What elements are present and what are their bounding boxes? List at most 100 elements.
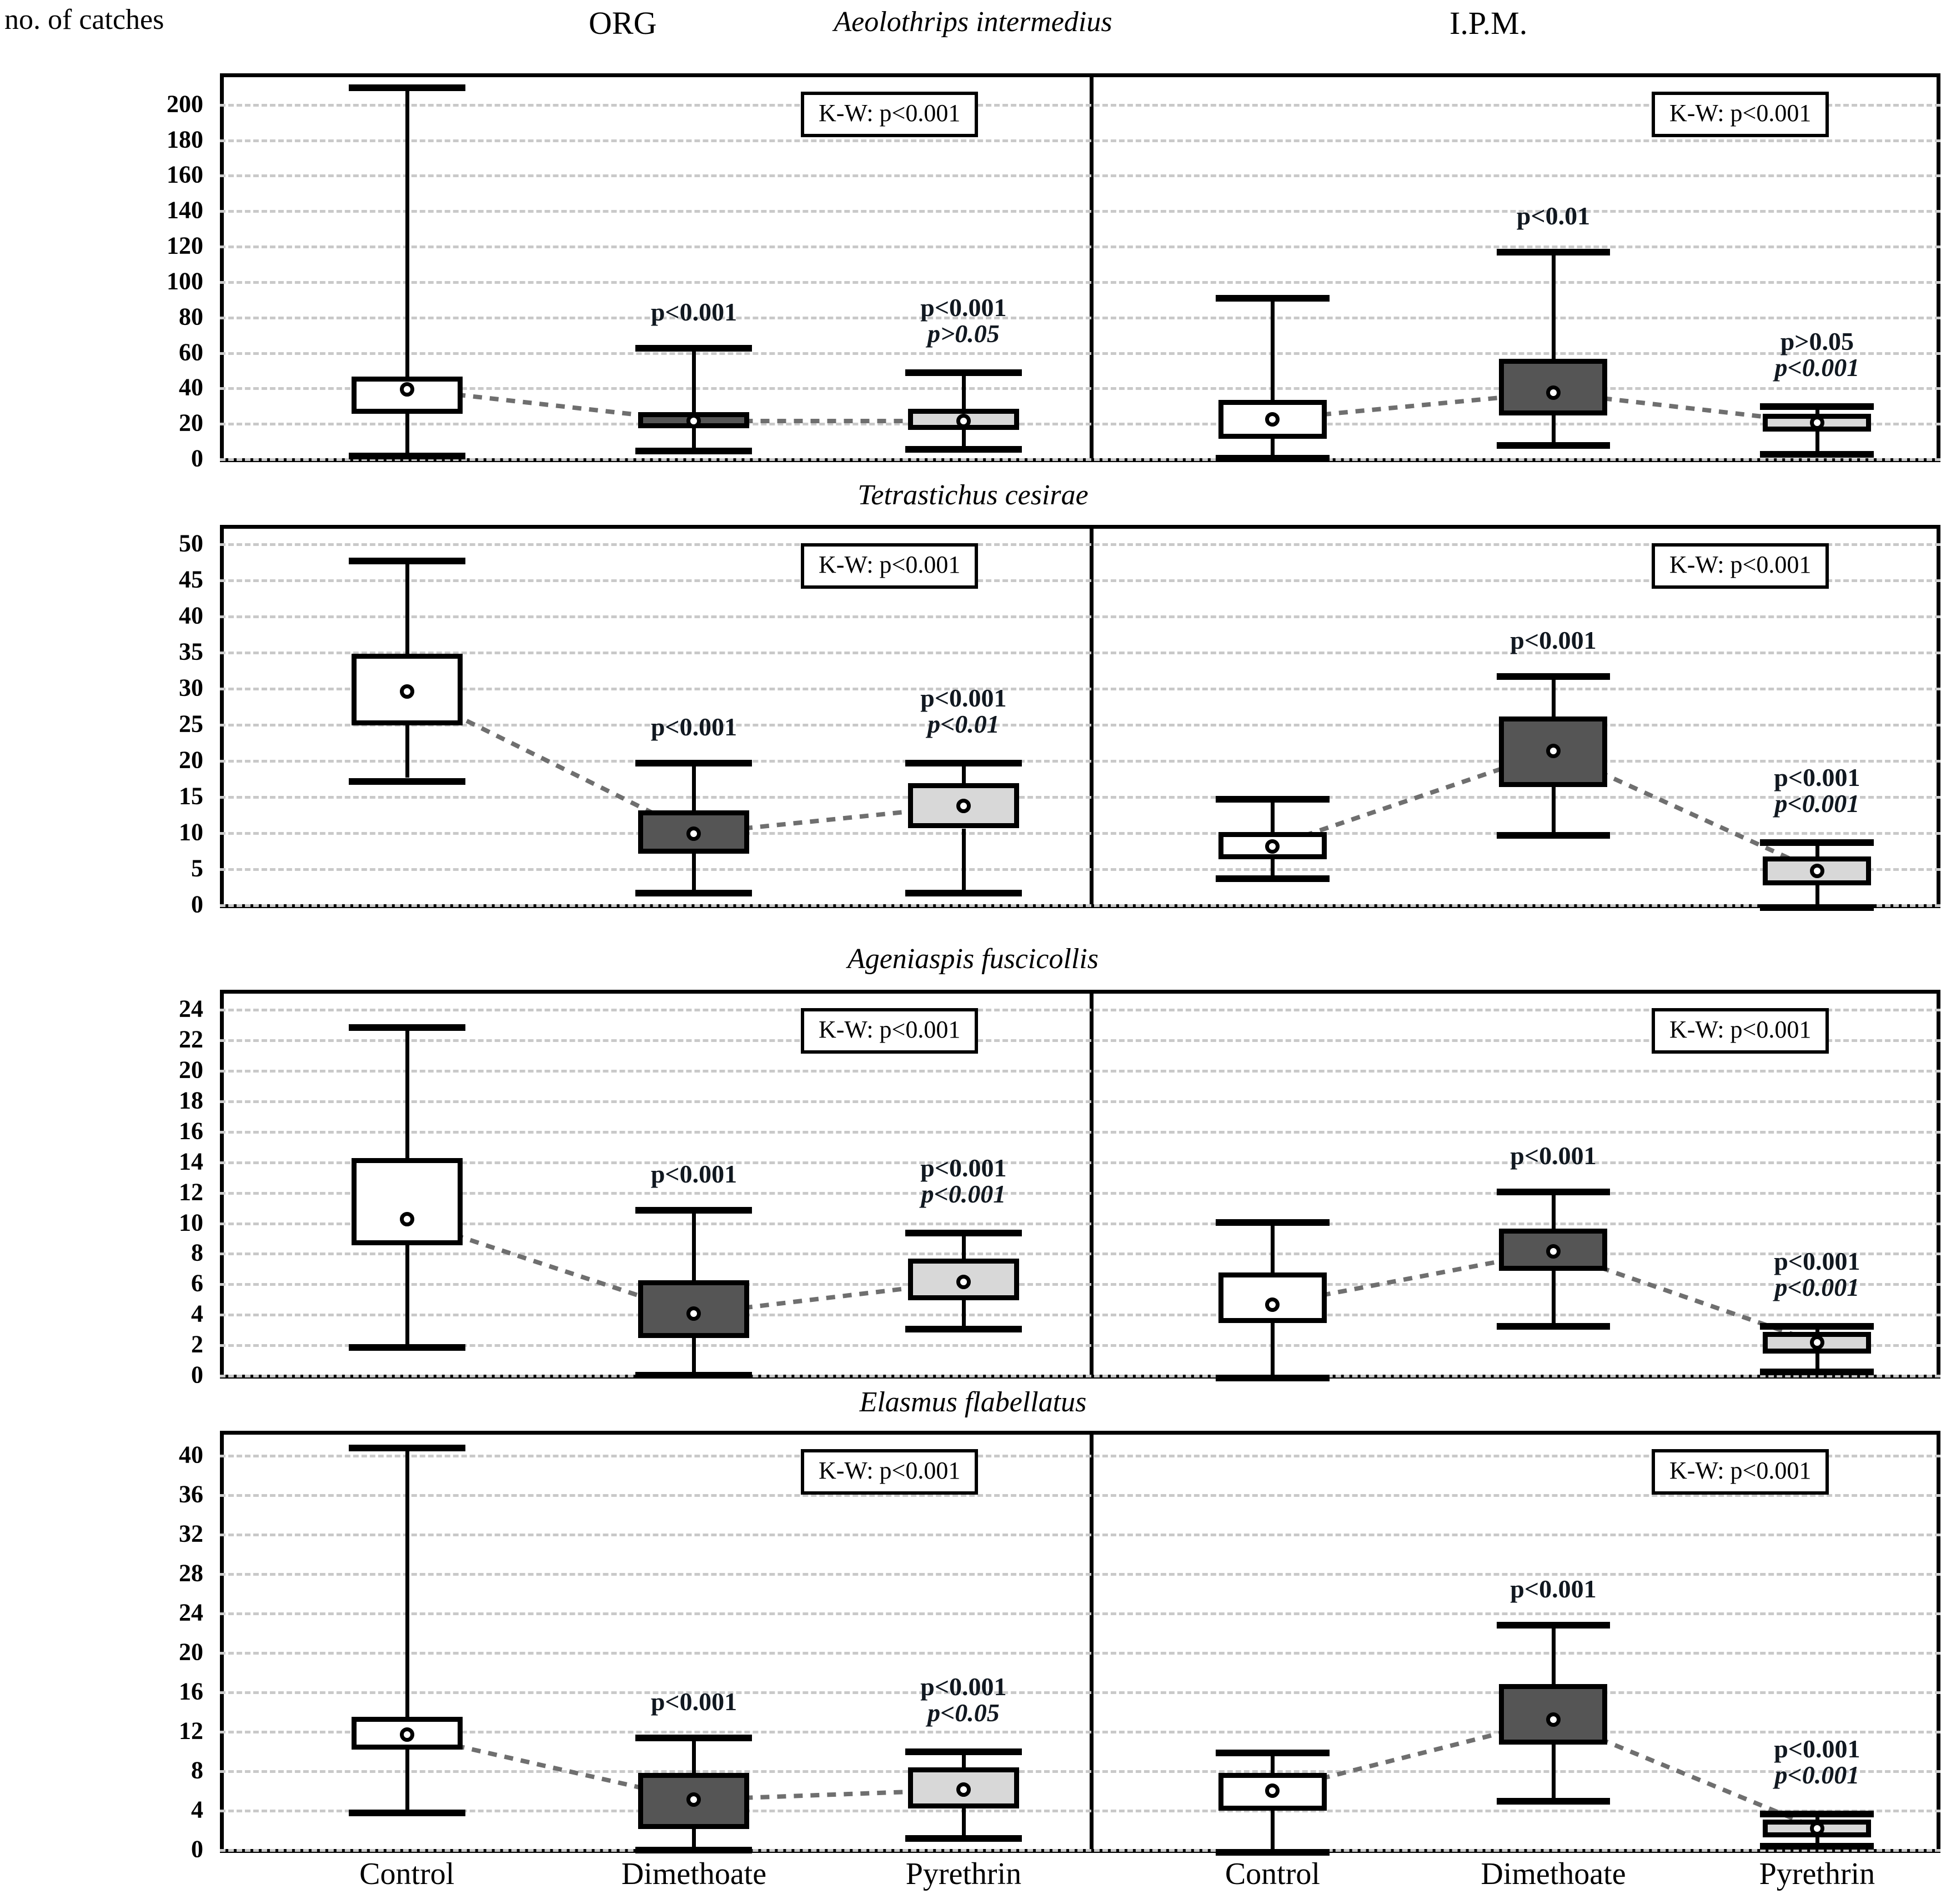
median-marker (1265, 412, 1280, 427)
boxplot-pyrethrin[interactable] (1760, 1431, 1874, 1853)
whisker-cap-upper (905, 369, 1022, 377)
x-category-label: Dimethoate (621, 1857, 767, 1891)
boxplot-control[interactable] (1216, 990, 1330, 1381)
y-tick-label: 40 (179, 1441, 203, 1469)
y-tick-label: 200 (167, 90, 203, 118)
boxplot-dimethoate[interactable] (635, 525, 753, 908)
boxplot-control[interactable] (1216, 73, 1330, 462)
whisker-cap-lower (348, 778, 465, 785)
species-title: Ageniaspis fuscicollis (847, 943, 1099, 975)
boxplot-pyrethrin[interactable] (1760, 73, 1874, 462)
y-tick-label: 160 (167, 161, 203, 188)
boxplot-pyrethrin[interactable] (905, 73, 1022, 462)
p-value-annotation: p<0.001 (577, 299, 810, 325)
p-value-annotation: p<0.001 (577, 1688, 810, 1715)
boxplot-pyrethrin[interactable] (905, 525, 1022, 908)
gridline (220, 1770, 1940, 1773)
p-value-annotation: p<0.001 (1437, 1576, 1670, 1602)
gridline (220, 543, 1940, 546)
boxplot-dimethoate[interactable] (1496, 1431, 1611, 1853)
y-tick-label: 8 (191, 1239, 203, 1266)
gridline (220, 1283, 1940, 1286)
y-tick-label: 60 (179, 338, 203, 366)
panel-divider (1090, 990, 1094, 1379)
boxplot-dimethoate[interactable] (635, 73, 753, 462)
gridline (220, 832, 1940, 835)
p-value-vs-control: p<0.001 (650, 713, 738, 741)
species-title: Tetrastichus cesirae (857, 479, 1089, 511)
boxplot-dimethoate[interactable] (1496, 525, 1611, 908)
whisker-upper (405, 1444, 409, 1717)
y-tick-label: 24 (179, 995, 203, 1023)
boxplot-pyrethrin[interactable] (1760, 525, 1874, 911)
whisker-cap-upper (348, 1024, 465, 1031)
p-value-vs-control: p<0.001 (1774, 1734, 1860, 1763)
boxplot-control[interactable] (1216, 525, 1330, 908)
median-marker (686, 1306, 701, 1321)
kruskal-wallis-annotation: K-W: p<0.001 (1652, 1449, 1829, 1495)
y-tick-label: 0 (191, 890, 203, 918)
whisker-upper (692, 344, 696, 413)
whisker-cap-lower (1496, 832, 1611, 839)
whisker-upper (405, 84, 409, 377)
boxplot-control[interactable] (348, 525, 465, 908)
gridline (220, 1533, 1940, 1536)
y-tick-label: 20 (179, 746, 203, 774)
species-title: Aeolothrips intermedius (834, 6, 1112, 38)
x-category-label: Dimethoate (1481, 1857, 1626, 1891)
boxplot-pyrethrin[interactable] (1760, 990, 1874, 1379)
x-category-label: Control (359, 1857, 455, 1891)
gridline (220, 387, 1940, 390)
whisker-upper (692, 760, 696, 810)
y-tick-label: 20 (179, 1638, 203, 1666)
whisker-cap-upper (1760, 839, 1874, 846)
p-value-vs-control: p<0.001 (920, 293, 1007, 322)
boxplot-dimethoate[interactable] (1496, 73, 1611, 462)
gridline (220, 1009, 1940, 1012)
whisker-lower (1551, 1271, 1556, 1323)
gridline (220, 280, 1940, 284)
p-value-annotation: p<0.001 (577, 714, 810, 740)
box-iqr (351, 1158, 463, 1245)
boxplot-dimethoate[interactable] (1496, 990, 1611, 1379)
y-tick-label: 20 (179, 1056, 203, 1084)
y-tick-label: 0 (191, 1835, 203, 1863)
median-marker (1265, 839, 1280, 854)
median-marker (1546, 1244, 1561, 1259)
whisker-lower (961, 1808, 966, 1836)
boxplot-control[interactable] (348, 73, 465, 462)
boxplot-dimethoate[interactable] (635, 1431, 753, 1854)
whisker-lower (405, 725, 409, 778)
median-marker (956, 1274, 971, 1289)
gridline (220, 1314, 1940, 1317)
median-marker (1265, 1297, 1280, 1312)
boxplot-dimethoate[interactable] (635, 990, 753, 1379)
p-value-annotation: p<0.001 (577, 1161, 810, 1188)
panel-divider (1090, 525, 1094, 908)
gridline (220, 423, 1940, 426)
boxplot-control[interactable] (348, 990, 465, 1379)
boxplot-control[interactable] (1216, 1431, 1330, 1856)
median-marker (1809, 415, 1824, 430)
whisker-cap-upper (1760, 1322, 1874, 1330)
kruskal-wallis-annotation: K-W: p<0.001 (801, 543, 979, 589)
whisker-cap-lower (348, 1809, 465, 1816)
p-value-vs-control: p<0.001 (1774, 1246, 1860, 1275)
gridline (220, 1691, 1940, 1694)
boxplot-pyrethrin[interactable] (905, 1431, 1022, 1853)
p-value-annotation: p<0.001 (1437, 627, 1670, 654)
boxplot-control[interactable] (348, 1431, 465, 1853)
whisker-cap-lower (905, 890, 1022, 896)
gridline (220, 760, 1940, 763)
boxplot-pyrethrin[interactable] (905, 990, 1022, 1379)
median-marker (956, 799, 971, 814)
p-value-vs-dimethoate: p<0.001 (1774, 1272, 1860, 1301)
y-tick-label: 36 (179, 1480, 203, 1508)
p-value-vs-dimethoate: p<0.01 (927, 709, 1000, 738)
